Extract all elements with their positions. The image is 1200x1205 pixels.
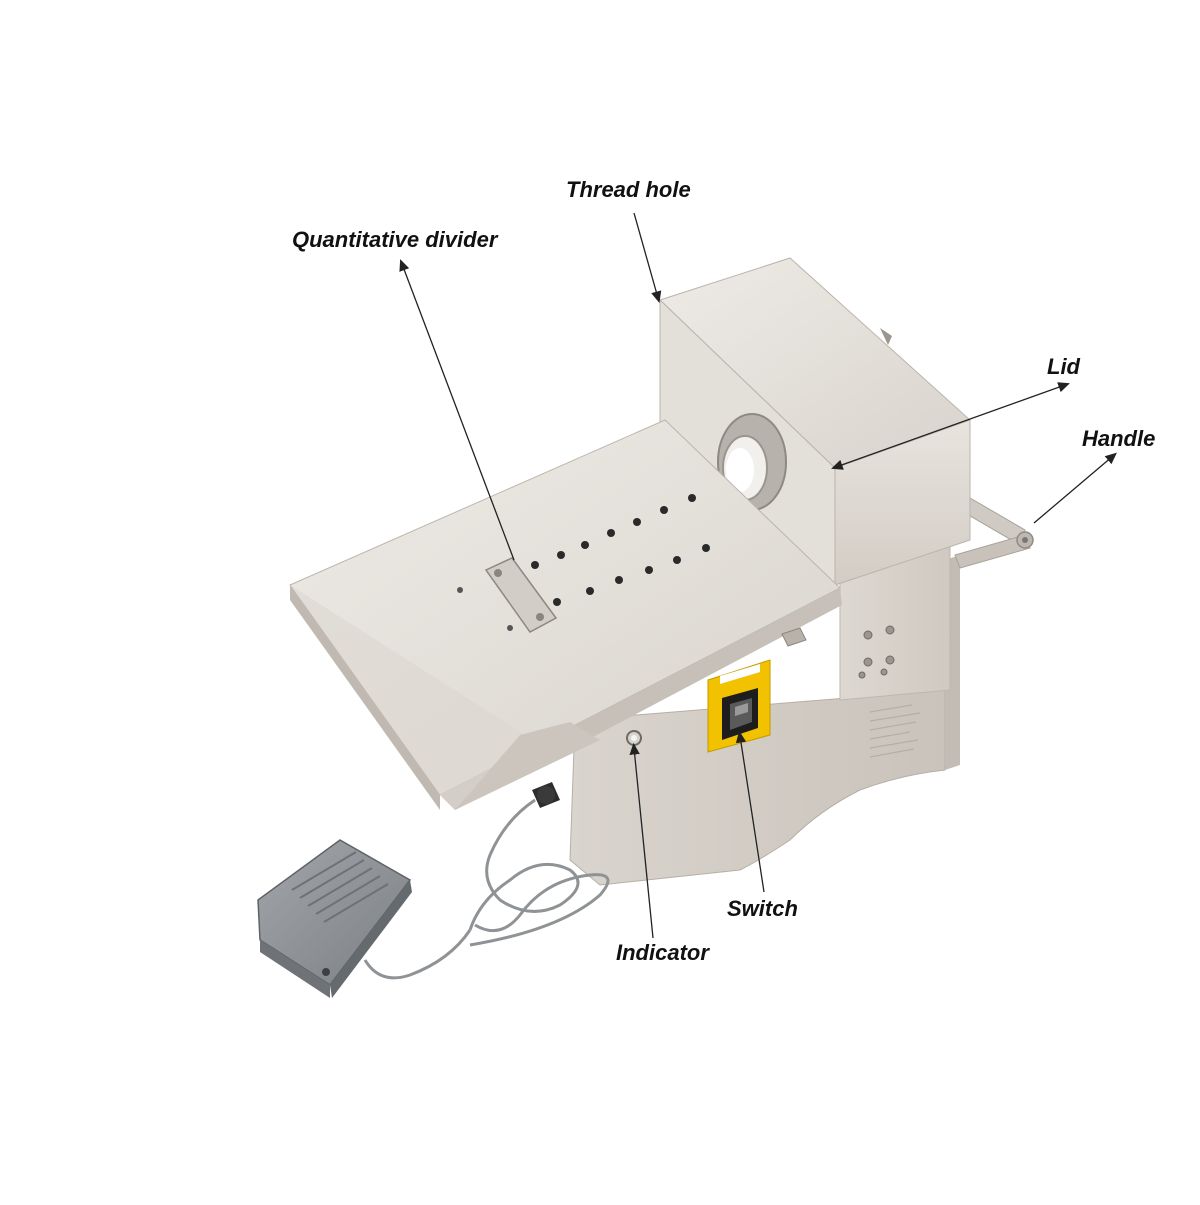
- divider-leader: [399, 259, 515, 561]
- switch-panel: [707, 659, 771, 753]
- foot-pedal: [257, 839, 412, 998]
- indicator-leader: [629, 742, 654, 939]
- indicator-light: [626, 730, 642, 746]
- switch-label: Switch: [727, 896, 798, 921]
- quantitative-divider: [484, 557, 558, 633]
- thread-hole: [717, 413, 787, 511]
- rating-plate: [869, 704, 921, 758]
- handle-label: Handle: [1082, 426, 1156, 451]
- switch-leader: [735, 730, 765, 893]
- callout-lines: [399, 212, 1117, 939]
- handle: [954, 494, 1034, 569]
- tray-holes: [457, 494, 710, 631]
- lid-leader: [831, 382, 1070, 470]
- cable: [363, 798, 610, 980]
- thread-hole-label: Thread hole: [566, 177, 691, 202]
- indicator-label: Indicator: [616, 940, 709, 965]
- lower-housing: [569, 555, 960, 886]
- wing-nut: [781, 627, 807, 647]
- cable-gland: [532, 782, 560, 808]
- side-screws: [858, 625, 895, 679]
- lid-label: Lid: [1047, 354, 1080, 379]
- quantitative-divider-label: Quantitative divider: [292, 227, 498, 252]
- work-tray: [289, 419, 842, 810]
- thread-hole-leader: [633, 212, 662, 304]
- handle-leader: [1033, 452, 1117, 524]
